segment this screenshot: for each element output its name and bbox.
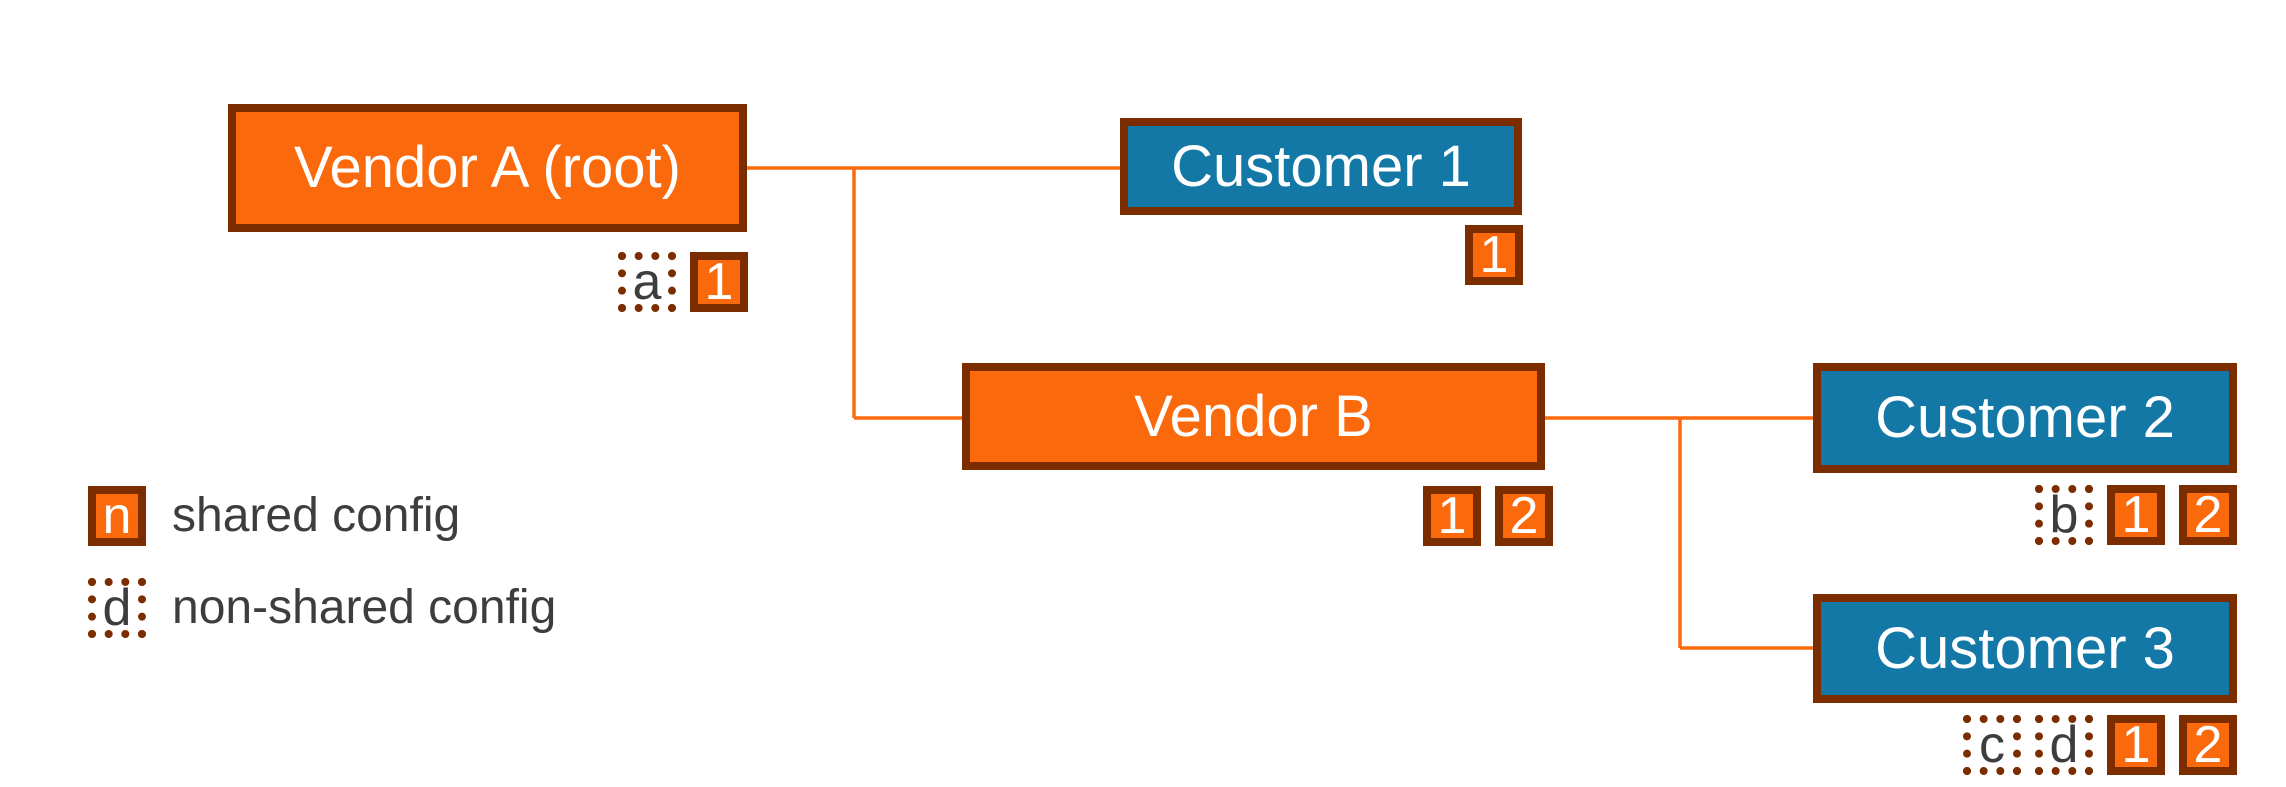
customer-3-badge-row: c d 1 2 bbox=[1963, 715, 2237, 775]
shared-config-badge: 1 bbox=[1465, 225, 1523, 285]
non-shared-config-badge: a bbox=[618, 252, 676, 312]
node-customer-1: Customer 1 bbox=[1120, 118, 1522, 215]
shared-config-badge: 1 bbox=[2107, 715, 2165, 775]
node-customer-2-label: Customer 2 bbox=[1875, 385, 2175, 450]
non-shared-config-badge: d bbox=[88, 578, 146, 638]
vendor-a-badge-row: a 1 bbox=[618, 252, 748, 312]
node-customer-3: Customer 3 bbox=[1813, 594, 2237, 703]
legend-shared-label: shared config bbox=[172, 489, 461, 542]
shared-config-badge: 2 bbox=[1495, 486, 1553, 546]
shared-config-badge: n bbox=[88, 486, 146, 546]
non-shared-config-badge: b bbox=[2035, 485, 2093, 545]
legend-item-shared-config: n shared config bbox=[88, 486, 460, 546]
legend-non-shared-label: non-shared config bbox=[172, 581, 557, 634]
vendor-b-badge-row: 1 2 bbox=[1423, 486, 1553, 546]
node-vendor-a-label: Vendor A (root) bbox=[294, 135, 681, 200]
node-vendor-a-root: Vendor A (root) bbox=[228, 104, 747, 232]
shared-config-badge: 1 bbox=[690, 252, 748, 312]
shared-config-badge: 2 bbox=[2179, 485, 2237, 545]
node-vendor-b-label: Vendor B bbox=[1134, 383, 1373, 449]
node-customer-2: Customer 2 bbox=[1813, 363, 2237, 473]
node-vendor-b: Vendor B bbox=[962, 363, 1545, 470]
non-shared-config-badge: c bbox=[1963, 715, 2021, 775]
customer-2-badge-row: b 1 2 bbox=[2035, 485, 2237, 545]
node-customer-3-label: Customer 3 bbox=[1875, 615, 2175, 681]
legend-item-non-shared-config: d non-shared config bbox=[88, 578, 556, 638]
shared-config-badge: 2 bbox=[2179, 715, 2237, 775]
shared-config-badge: 1 bbox=[2107, 485, 2165, 545]
customer-1-badge-row: 1 bbox=[1465, 225, 1523, 285]
node-customer-1-label: Customer 1 bbox=[1171, 133, 1471, 199]
shared-config-badge: 1 bbox=[1423, 486, 1481, 546]
non-shared-config-badge: d bbox=[2035, 715, 2093, 775]
